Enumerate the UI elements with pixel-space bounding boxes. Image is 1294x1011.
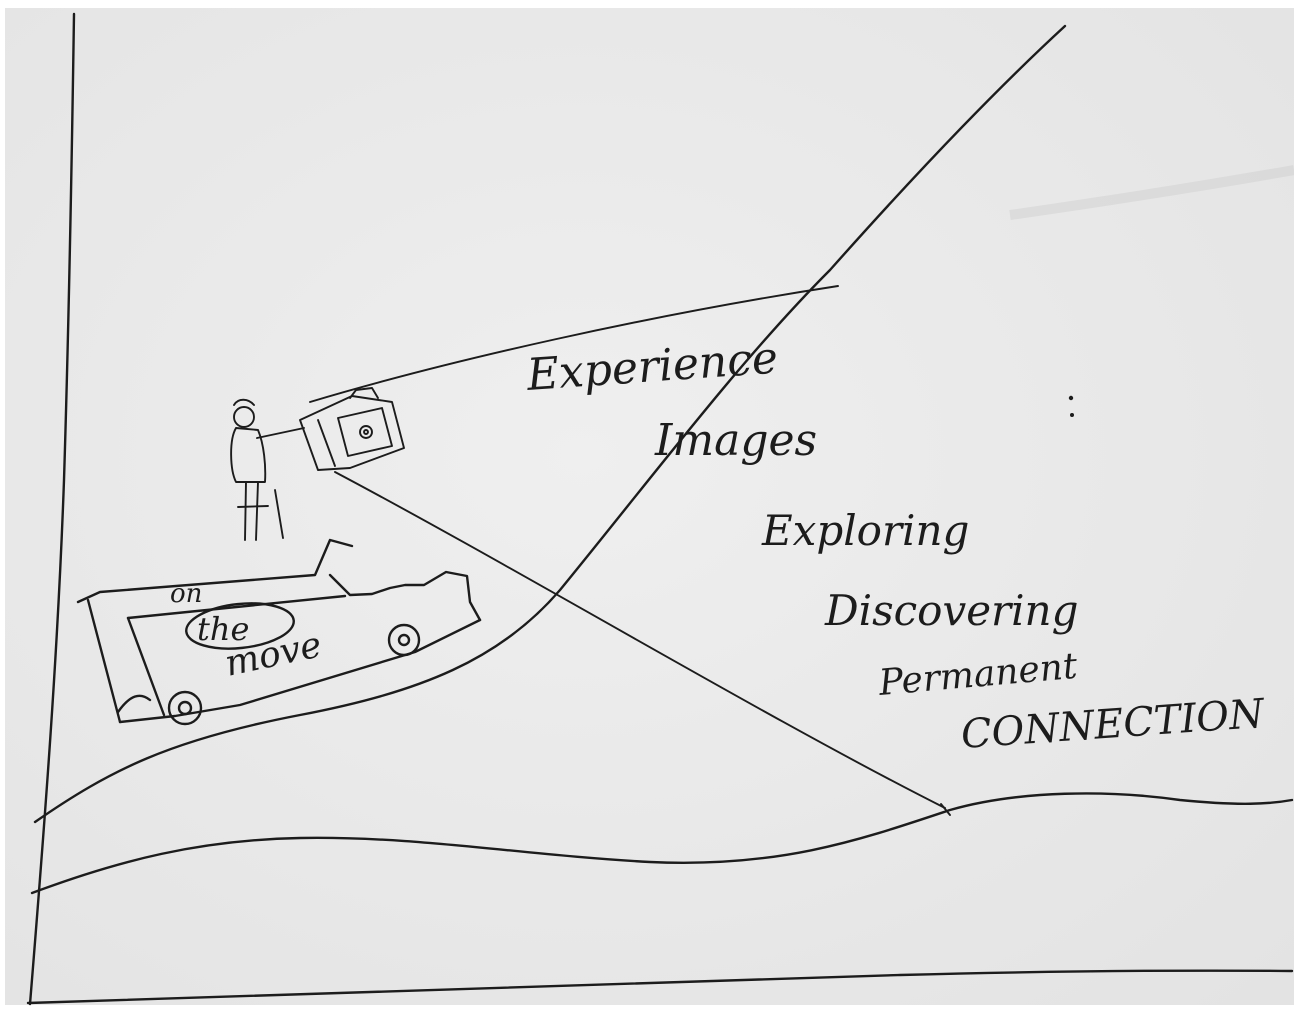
word-images: Images: [654, 415, 817, 466]
ink-dot: [1070, 413, 1074, 417]
left-margin: [0, 0, 5, 1011]
word-exploring: Exploring: [761, 506, 969, 555]
word-discovering: Discovering: [824, 586, 1079, 635]
bottom-margin: [0, 1005, 1294, 1011]
ink-dot: [1069, 396, 1073, 400]
top-margin: [0, 0, 1294, 8]
truck-label-on: on: [170, 579, 202, 609]
